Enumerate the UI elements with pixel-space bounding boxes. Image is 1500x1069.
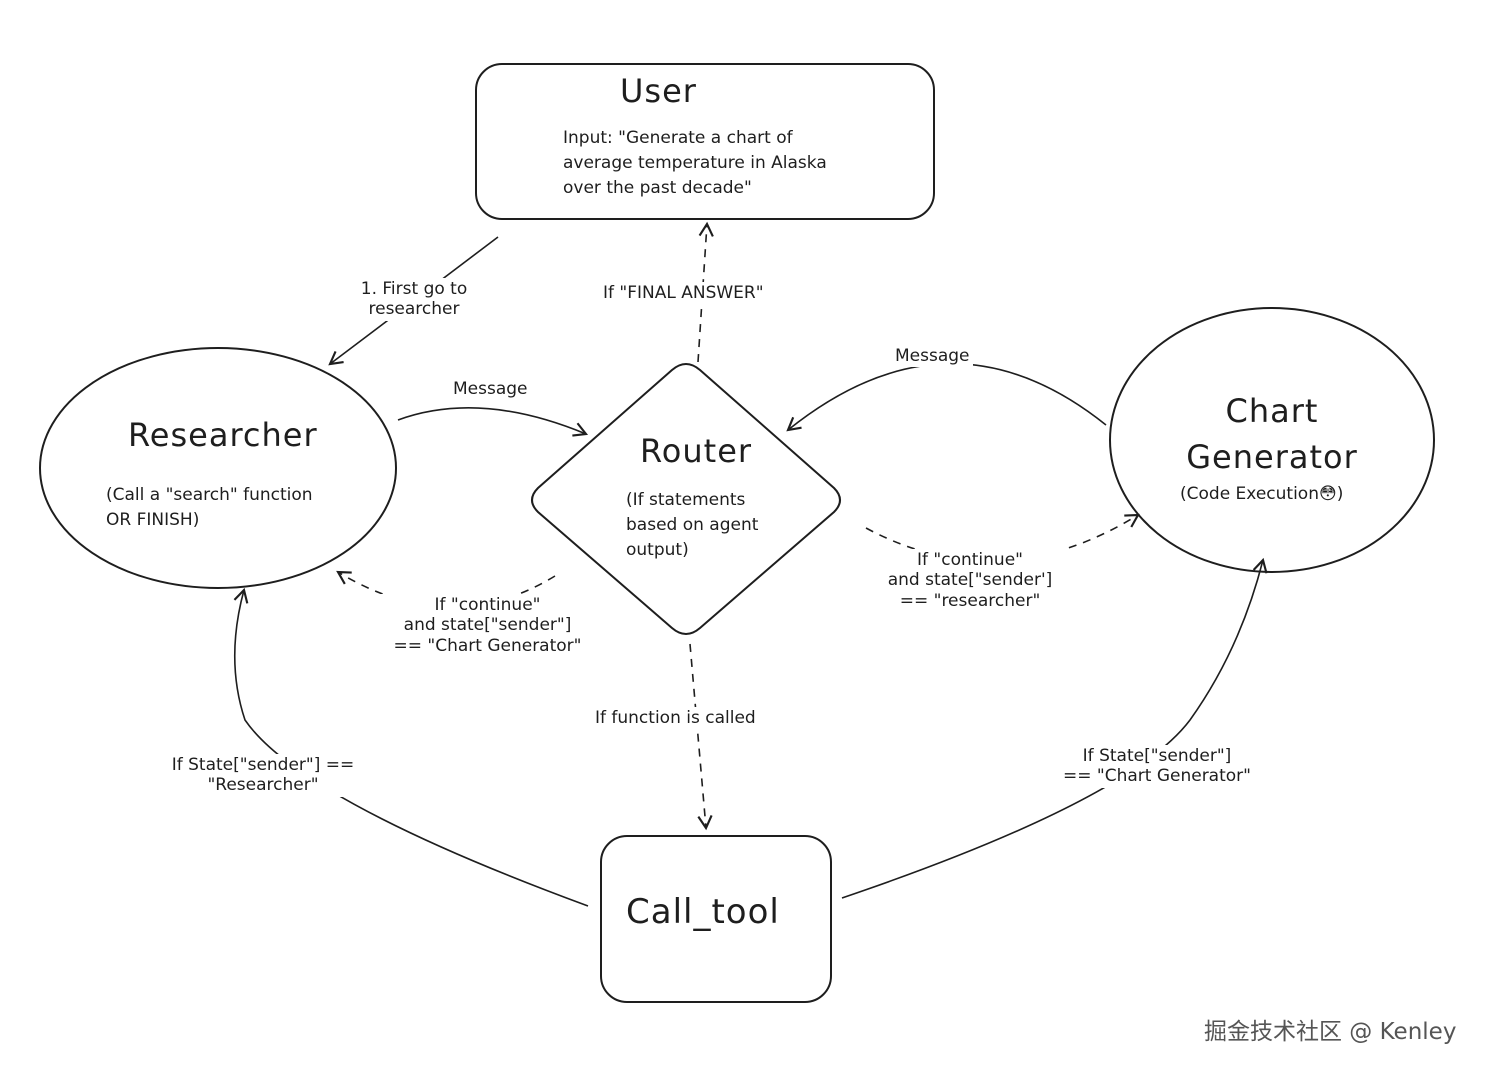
edge-label-calltool-to-researcher: If State["sender"] == "Researcher"	[145, 754, 381, 797]
edge-router-to-calltool	[689, 643, 713, 831]
edge-label-router-to-chart: If "continue" and state["sender'] == "re…	[862, 549, 1078, 613]
chart-generator-title: Chart Generator	[1186, 392, 1358, 476]
edge-label-user-to-researcher: 1. First go to researcher	[336, 278, 492, 321]
researcher-node-shape	[39, 347, 397, 589]
user-description: Input: "Generate a chart of average temp…	[563, 128, 827, 198]
edge-label-chart-to-router: Message	[892, 345, 973, 368]
call-tool-node-box	[600, 835, 832, 1003]
user-node-box	[475, 63, 935, 220]
researcher-title: Researcher	[128, 416, 318, 454]
edge-label-router-to-user: If "FINAL ANSWER"	[600, 282, 767, 305]
edge-label-calltool-to-chart: If State["sender"] == "Chart Generator"	[1044, 745, 1270, 788]
call-tool-title: Call_tool	[626, 892, 780, 932]
user-title: User	[620, 72, 697, 110]
watermark: 掘金技术社区 @ Kenley	[1204, 1019, 1457, 1045]
chart-generator-node-shape	[1109, 307, 1435, 573]
edge-label-router-to-researcher: If "continue" and state["sender"] == "Ch…	[372, 594, 603, 658]
edge-researcher-to-router	[397, 407, 589, 437]
router-title: Router	[640, 432, 753, 470]
edge-label-router-to-calltool: If function is called	[592, 707, 759, 730]
edge-chart-to-router	[786, 362, 1107, 432]
router-description: (If statements based on agent output)	[626, 490, 759, 560]
chart-generator-description: (Code Execution😳)	[1180, 484, 1344, 504]
router-node-shape	[531, 363, 841, 635]
researcher-description: (Call a "search" function OR FINISH)	[106, 485, 313, 530]
edge-label-researcher-to-router: Message	[450, 378, 531, 401]
edge-calltool-to-chart	[841, 557, 1268, 899]
edge-calltool-to-researcher	[233, 587, 589, 907]
